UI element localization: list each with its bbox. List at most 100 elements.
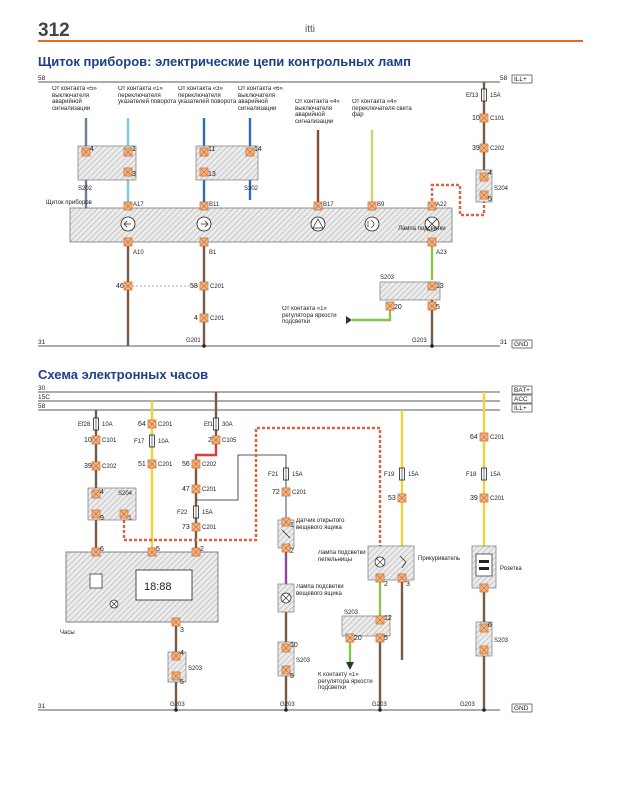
glovebox-lamp-label: Лампа подсветки вещевого ящика xyxy=(296,584,344,597)
pin-1: 1 xyxy=(132,146,136,153)
s203-label: S203 xyxy=(380,275,395,281)
pin-14: 14 xyxy=(254,146,262,153)
pin-a17: A17 xyxy=(133,202,144,208)
bottom-connectors: 10 C101 39 C202 64 C201 51 C201 2 C105 5… xyxy=(84,419,505,532)
g203-b: G203 xyxy=(280,702,295,708)
pin-5b: 5 xyxy=(180,679,184,686)
top-rails: 58 58 ILL+ 31 31 GND xyxy=(38,74,533,349)
splice-s204-bottom: 4 9 1 S204 xyxy=(87,487,137,522)
label-src1: От контакта «5» выключателя аварийной си… xyxy=(52,86,97,112)
pin-4: 4 xyxy=(90,146,94,153)
pin-3: 3 xyxy=(132,171,136,178)
pin-2d: 2 xyxy=(384,581,388,588)
s203-b: S203 xyxy=(296,658,311,664)
pin-4: 4 xyxy=(100,489,104,496)
instrument-cluster: Щиток приборов A17 B11 B17 B9 A22 Лампа … xyxy=(46,200,453,256)
rail-30-tag: BAT+ xyxy=(514,387,530,394)
bottom-rails: 30 BAT+ 15C ACC 58 ILL+ 31 GND xyxy=(38,385,533,713)
pin-10b: 10 xyxy=(290,642,298,649)
pin-5c: 5 xyxy=(290,673,294,680)
c201-b7: C201 xyxy=(490,496,505,502)
pin-72: 72 xyxy=(272,489,280,496)
rail-58b-num: 58 xyxy=(38,403,46,410)
c201-b4: C201 xyxy=(202,525,217,531)
g203-a: G203 xyxy=(170,702,185,708)
pin-53: 53 xyxy=(388,495,396,502)
ef1-rating: 30A xyxy=(222,422,233,428)
rail-31b-tag: GND xyxy=(514,705,529,712)
pin-5: 5 xyxy=(156,546,160,553)
c201-b8: C201 xyxy=(490,435,505,441)
s204-label: S204 xyxy=(494,186,509,192)
ashtray-lamp-label: Лампа подсветки пепельницы xyxy=(318,550,366,563)
label-src2: От контакта «1» переключателя указателей… xyxy=(118,86,177,105)
c201-b5: C201 xyxy=(292,490,307,496)
clock-label: Часы xyxy=(60,630,75,636)
ground-points xyxy=(174,344,486,712)
s203-c: S203 xyxy=(344,610,359,616)
section-title-warning-lamps: Щиток приборов: электрические цепи контр… xyxy=(38,54,411,69)
pin-64: 64 xyxy=(138,421,146,428)
clock-unit: 6 5 2 18:88 Часы 3 xyxy=(60,546,219,636)
c105-label: C105 xyxy=(222,438,237,444)
pin-10: 10 xyxy=(472,115,480,122)
pin-10: 10 xyxy=(84,437,92,444)
c202-b: C202 xyxy=(102,464,117,470)
pin-13: 13 xyxy=(208,171,216,178)
pin-9: 9 xyxy=(100,515,104,522)
f22-label: F22 xyxy=(177,510,188,516)
c201-b1: C201 xyxy=(158,422,173,428)
right-feed: Ef13 15A 10 C101 39 C202 4 5 S204 xyxy=(466,88,509,203)
ashtray-lighter: 2 3 Лампа подсветки пепельницы Прикурива… xyxy=(318,545,460,708)
pin-b17: B17 xyxy=(323,202,334,208)
c201-label-2: C201 xyxy=(210,316,225,322)
pin-3d: 3 xyxy=(406,581,410,588)
splice-s202-right: 11 14 13 S202 xyxy=(195,145,262,192)
pin-a22: A22 xyxy=(436,202,447,208)
pin-20: 20 xyxy=(354,635,362,642)
dimmer2-label: К контакту «1» регулятора яркости подсве… xyxy=(318,672,373,691)
pin-4c: 4 xyxy=(194,315,198,322)
g203-c: G203 xyxy=(372,702,387,708)
pin-58: 58 xyxy=(190,283,198,290)
pin-2: 2 xyxy=(208,437,212,444)
label-src6: От контакта «4» переключателя света фар xyxy=(352,99,412,118)
f18-rating: 15A xyxy=(490,472,501,478)
pin-4b: 4 xyxy=(180,650,184,657)
rail-30-num: 30 xyxy=(38,385,46,392)
g203-d: G203 xyxy=(460,702,475,708)
pin-20: 20 xyxy=(394,304,402,311)
c202-b2: C202 xyxy=(202,462,217,468)
pin-1b: 1 xyxy=(290,522,294,529)
pin-12: 12 xyxy=(384,615,392,622)
pin-6: 6 xyxy=(100,546,104,553)
top-source-labels: От контакта «5» выключателя аварийной си… xyxy=(52,86,412,125)
rail-58b-tag: ILL+ xyxy=(514,405,527,412)
pin-b11: B11 xyxy=(209,202,220,208)
c101-b: C101 xyxy=(102,438,117,444)
pin-2c: 2 xyxy=(290,548,294,555)
g203-label: G203 xyxy=(412,338,427,344)
f17-label: F17 xyxy=(134,439,145,445)
s202-label-2: S202 xyxy=(244,186,259,192)
s202-label: S202 xyxy=(78,186,93,192)
label-src5: От контакта «4» выключателя аварийной си… xyxy=(295,99,340,125)
pin-3: 3 xyxy=(180,627,184,634)
f21-label: F21 xyxy=(268,472,279,478)
pin-b1: B1 xyxy=(209,250,217,256)
pin-6b: 6 xyxy=(488,622,492,629)
pin-2b: 2 xyxy=(200,546,204,553)
pin-4b: 4 xyxy=(488,170,492,177)
top-lower-connectors: 46 58 C201 4 C201 G201 S203 13 20 5 G203… xyxy=(116,275,444,344)
pin-5b: 5 xyxy=(488,196,492,203)
rail-31-num: 31 xyxy=(38,339,46,346)
header-rule xyxy=(38,40,583,42)
page-header: 312 itti xyxy=(0,0,618,46)
c101-label: C101 xyxy=(490,116,505,122)
rail-15c-tag: ACC xyxy=(514,396,528,403)
f18-label: F18 xyxy=(466,472,477,478)
rail-31b-num: 31 xyxy=(38,703,46,710)
fuse-15a: 15A xyxy=(490,93,501,99)
s203-a: S203 xyxy=(188,666,203,672)
c201-b3: C201 xyxy=(202,487,217,493)
